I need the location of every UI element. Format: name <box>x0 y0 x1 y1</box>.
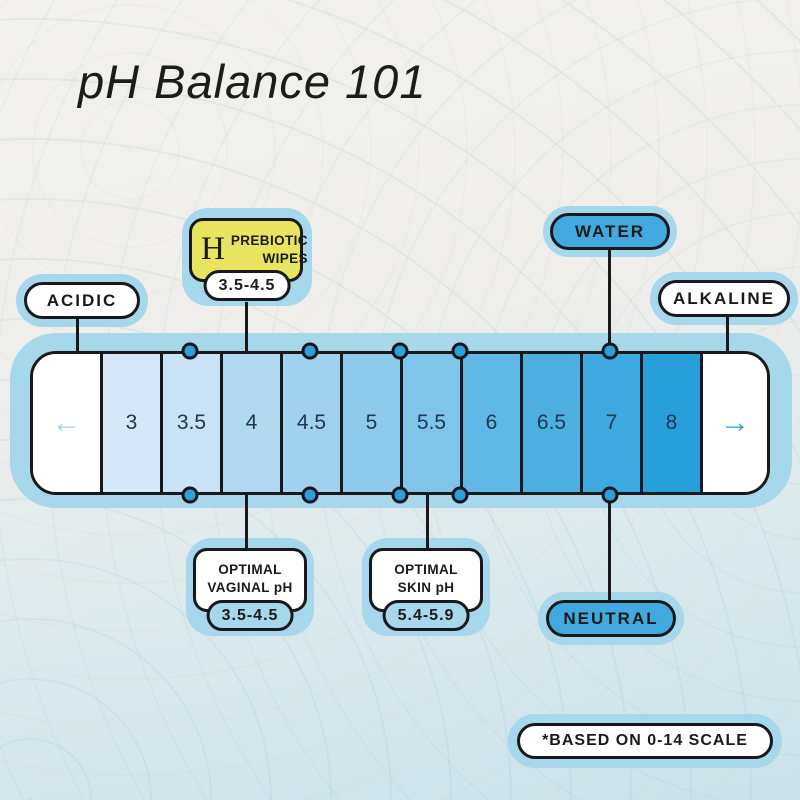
prebiotic-wipes-callout: H PREBIOTIC WIPES 3.5-4.5 <box>182 208 312 306</box>
vaginal-range-value: 3.5-4.5 <box>221 606 279 624</box>
ph-cell-5: 5 <box>340 354 400 492</box>
neutral-pill: NEUTRAL <box>546 600 676 637</box>
acidic-pill: ACIDIC <box>24 282 140 319</box>
alkaline-label: ALKALINE <box>673 288 775 308</box>
alkaline-callout: ALKALINE <box>650 272 798 325</box>
prebiotic-label-line1: PREBIOTIC <box>230 233 308 249</box>
range-dot-3.5-center-bottom <box>181 486 199 504</box>
page-title: pH Balance 101 <box>78 55 427 108</box>
vaginal-range-pill: 3.5-4.5 <box>206 600 294 631</box>
footnote-label: *BASED ON 0-14 SCALE <box>542 732 748 749</box>
prebiotic-connector-line <box>245 302 248 352</box>
neutral-connector-line <box>608 495 611 601</box>
water-pill: WATER <box>550 213 670 250</box>
footnote-callout: *BASED ON 0-14 SCALE <box>508 714 782 768</box>
scale-right-endcap: → <box>700 354 767 492</box>
acidic-connector-line <box>76 317 79 352</box>
ph-cell-3.5: 3.5 <box>160 354 220 492</box>
footnote-pill: *BASED ON 0-14 SCALE <box>517 723 773 759</box>
skin-range-value: 5.4-5.9 <box>397 606 455 624</box>
ph-cell-8: 8 <box>640 354 700 492</box>
ph-cell-5.5: 5.5 <box>400 354 460 492</box>
left-arrow-icon: ← <box>51 406 82 439</box>
ph-cell-4.5: 4.5 <box>280 354 340 492</box>
prebiotic-range-pill: 3.5-4.5 <box>203 270 291 301</box>
acidic-label: ACIDIC <box>46 290 118 310</box>
acidic-callout: ACIDIC <box>16 274 148 327</box>
vaginal-label-line2: VAGINAL pH <box>207 579 293 595</box>
skin-label-line2: SKIN pH <box>397 579 455 595</box>
neutral-callout: NEUTRAL <box>538 592 684 645</box>
range-dot-5.5-end-bottom <box>451 486 469 504</box>
optimal-vaginal-callout: OPTIMAL VAGINAL pH 3.5-4.5 <box>186 538 314 636</box>
scale-left-endcap: ← <box>33 354 100 492</box>
ph-cell-3: 3 <box>100 354 160 492</box>
range-dot-4.5-center-bottom <box>301 486 319 504</box>
right-arrow-icon: → <box>720 406 750 439</box>
prebiotic-label-line2: WIPES <box>262 251 308 266</box>
range-dot-7-center-top <box>601 342 619 360</box>
prebiotic-range-value: 3.5-4.5 <box>218 276 276 294</box>
range-dot-5.5-end-top <box>451 342 469 360</box>
alkaline-pill: ALKALINE <box>658 280 790 317</box>
range-dot-4.5-center-top <box>301 342 319 360</box>
range-dot-5.5-start-bottom <box>391 486 409 504</box>
range-dot-3.5-center-top <box>181 342 199 360</box>
ph-cell-6: 6 <box>460 354 520 492</box>
water-callout: WATER <box>543 206 677 257</box>
water-connector-line <box>608 250 611 352</box>
ph-cell-6.5: 6.5 <box>520 354 580 492</box>
neutral-label: NEUTRAL <box>563 608 659 628</box>
vaginal-label-line1: OPTIMAL <box>218 562 282 577</box>
range-dot-7-center-bottom <box>601 486 619 504</box>
skin-connector-line <box>426 495 429 551</box>
optimal-skin-callout: OPTIMAL SKIN pH 5.4-5.9 <box>362 538 490 636</box>
vaginal-connector-line <box>245 495 248 551</box>
water-label: WATER <box>574 221 646 241</box>
ph-cell-7: 7 <box>580 354 640 492</box>
range-dot-5.5-start-top <box>391 342 409 360</box>
brand-h-logo: H <box>201 230 225 267</box>
skin-range-pill: 5.4-5.9 <box>382 600 470 631</box>
skin-label-line1: OPTIMAL <box>394 562 458 577</box>
alkaline-connector-line <box>726 315 729 352</box>
ph-cell-4: 4 <box>220 354 280 492</box>
